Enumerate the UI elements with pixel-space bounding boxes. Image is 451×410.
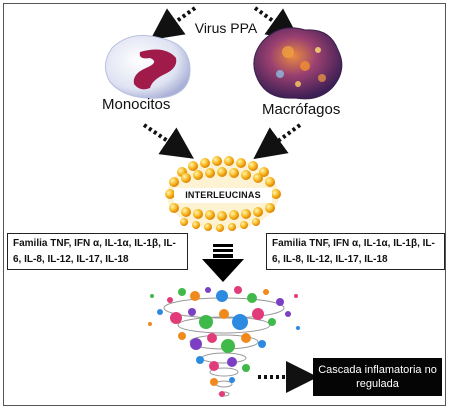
cytokines-right-box: Familia TNF, IFN α, IL-1α, IL-1β, IL-6, … <box>266 233 445 270</box>
virus-arrows <box>150 6 300 40</box>
monocyte-cell-icon <box>105 35 191 99</box>
macrophages-label: Macrófagos <box>262 101 341 118</box>
interleukins-label: INTERLEUCINAS <box>174 188 272 203</box>
cell-arrows <box>142 123 302 160</box>
cascade-label: Cascada inflamatoria no regulada <box>313 358 442 396</box>
monocytes-label: Monocitos <box>102 96 171 113</box>
cytokines-left-box: Familia TNF, IFN α, IL-1α, IL-1β, IL-6, … <box>7 233 188 270</box>
diagram-frame <box>3 3 446 406</box>
inflammatory-cascade-swirl-icon <box>148 286 300 397</box>
down-arrow-icon <box>202 244 244 282</box>
macrophage-cell-icon <box>253 27 343 100</box>
virus-label: Virus PPA <box>194 20 258 36</box>
